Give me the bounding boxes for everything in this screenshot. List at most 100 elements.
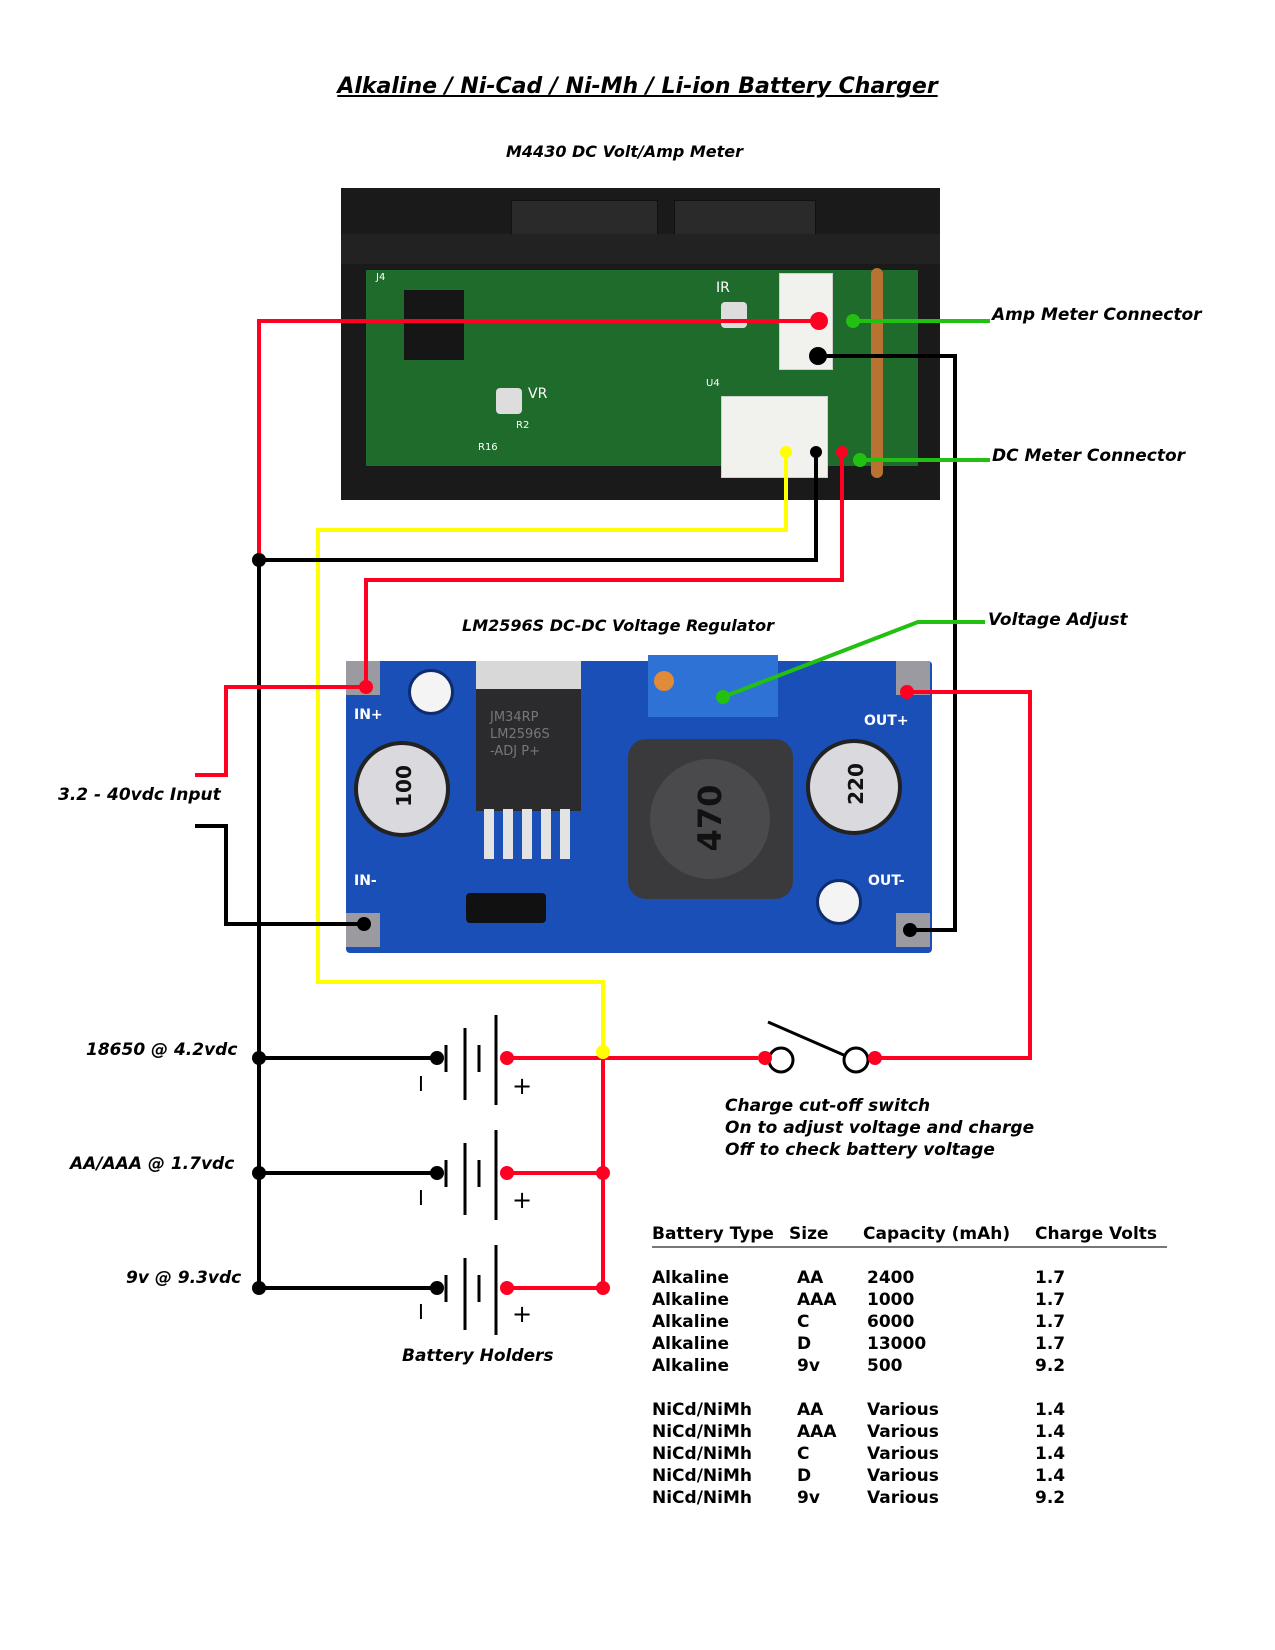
plus-symbol-2: +: [512, 1186, 533, 1214]
table-cell: NiCd/NiMh: [652, 1488, 752, 1508]
dc-meter-connector: [721, 396, 828, 478]
wire-meter-black: [259, 452, 818, 562]
table-cell: NiCd/NiMh: [652, 1444, 752, 1464]
table-cell: NiCd/NiMh: [652, 1422, 752, 1442]
table-cell: Alkaline: [652, 1268, 730, 1288]
dot-switch-right: [868, 1051, 882, 1065]
dot-bus3-pos: [596, 1281, 610, 1295]
dot-sense-junction: [596, 1045, 610, 1059]
dot-in-minus: [357, 917, 371, 931]
table-cell: D: [797, 1334, 812, 1354]
table-cell: D: [797, 1466, 812, 1486]
meter-label: M4430 DC Volt/Amp Meter: [506, 142, 744, 161]
silk-r2: R2: [516, 420, 530, 431]
battery-label-18650: 18650 @ 4.2vdc: [86, 1040, 238, 1060]
switch-terminal-left: [767, 1046, 795, 1074]
wire-dc-red: [364, 452, 844, 685]
page-title: Alkaline / Ni-Cad / Ni-Mh / Li-ion Batte…: [337, 74, 938, 99]
mount-hole-bottom: [816, 879, 862, 925]
table-cell: 1.4: [1035, 1466, 1066, 1486]
battery-holder-2: [444, 1130, 498, 1220]
battery-holder-3: [444, 1245, 498, 1335]
label-in-minus: IN-: [354, 873, 377, 889]
dot-out-minus: [903, 923, 917, 937]
dot-batt3-bus: [252, 1281, 266, 1295]
header-size: Size: [789, 1224, 829, 1244]
charge-switch[interactable]: [767, 1020, 870, 1074]
input-voltage-label: 3.2 - 40vdc Input: [58, 785, 221, 805]
table-cell: 6000: [867, 1312, 915, 1332]
table-cell: Various: [867, 1488, 939, 1508]
input-capacitor: 100: [354, 741, 450, 837]
dot-batt3-neg: [430, 1281, 444, 1295]
battery-table: Battery Type Size Capacity (mAh) Charge …: [652, 1224, 1167, 1510]
regulator-label: LM2596S DC-DC Voltage Regulator: [462, 616, 775, 635]
dot-dc-yellow: [780, 446, 792, 458]
table-cell: Various: [867, 1422, 939, 1442]
output-capacitor: 220: [806, 739, 902, 835]
table-cell: AA: [797, 1268, 824, 1288]
switch-lever[interactable]: [767, 1020, 847, 1058]
table-cell: 9.2: [1035, 1488, 1066, 1508]
label-in-plus: IN+: [354, 707, 383, 723]
header-battery-type: Battery Type: [652, 1224, 774, 1244]
dot-batt1-bus: [252, 1051, 266, 1065]
battery-label-9v: 9v @ 9.3vdc: [126, 1268, 242, 1288]
dot-trimmer-callout: [716, 690, 730, 704]
dot-dc-callout: [853, 453, 867, 467]
table-row: NiCd/NiMh 9v Various 9.2: [652, 1488, 1167, 1510]
battery-holder-1: [444, 1015, 498, 1105]
chip-tab: [476, 661, 581, 689]
switch-terminal-right: [842, 1046, 870, 1074]
header-charge-volts: Charge Volts: [1035, 1224, 1158, 1244]
plus-symbol-1: +: [512, 1072, 533, 1100]
regulator-module: IN+ IN- OUT+ OUT- 100 JM34RP LM2596S -AD…: [346, 655, 932, 953]
voltage-adjust-label: Voltage Adjust: [988, 610, 1128, 630]
dot-amp-black: [809, 347, 827, 365]
table-cell: 2400: [867, 1268, 915, 1288]
table-cell: 1.4: [1035, 1400, 1066, 1420]
table-cell: AAA: [797, 1290, 837, 1310]
dot-dc-red: [836, 446, 848, 458]
wire-input-red: [195, 685, 366, 777]
table-cell: 1.7: [1035, 1268, 1066, 1288]
wire-input-black: [195, 824, 364, 926]
chip-text-2: LM2596S: [490, 727, 550, 742]
dot-switch-left: [758, 1051, 772, 1065]
table-cell: 1.4: [1035, 1444, 1066, 1464]
minus-symbol-3: I: [418, 1300, 424, 1324]
wire-amp-red: [257, 319, 819, 560]
wire-sense-yellow: [316, 452, 788, 1055]
meter-trimmer-ir: [721, 302, 747, 328]
dot-out-plus: [900, 685, 914, 699]
table-cell: NiCd/NiMh: [652, 1466, 752, 1486]
table-cell: Alkaline: [652, 1356, 730, 1376]
battery-symbols: [444, 1015, 498, 1335]
dot-neg-junction: [252, 553, 266, 567]
label-out-minus: OUT-: [868, 873, 905, 889]
dot-bus2-pos: [596, 1166, 610, 1180]
table-cell: 9v: [797, 1488, 820, 1508]
table-cell: Alkaline: [652, 1334, 730, 1354]
meter-chip: [404, 290, 464, 360]
table-cell: 9.2: [1035, 1356, 1066, 1376]
table-cell: 1000: [867, 1290, 915, 1310]
callout-voltage-adjust: [722, 620, 985, 699]
amp-meter-connector-label: Amp Meter Connector: [992, 305, 1202, 325]
trimmer-screw[interactable]: [654, 671, 674, 691]
wire-out-red: [878, 690, 1032, 1060]
table-cell: 9v: [797, 1356, 820, 1376]
inductor: 470: [628, 739, 793, 899]
plus-symbol-3: +: [512, 1300, 533, 1328]
switch-note-3: Off to check battery voltage: [725, 1140, 995, 1160]
wire-amp-black: [818, 354, 957, 932]
battery-label-aa: AA/AAA @ 1.7vdc: [70, 1154, 235, 1174]
meter-module: VR IR J4 R2 R16 U4 C5: [341, 188, 940, 500]
table-header: Battery Type Size Capacity (mAh) Charge …: [652, 1224, 1167, 1248]
meter-top-bar: [341, 234, 940, 264]
dot-batt3-pos: [500, 1281, 514, 1295]
